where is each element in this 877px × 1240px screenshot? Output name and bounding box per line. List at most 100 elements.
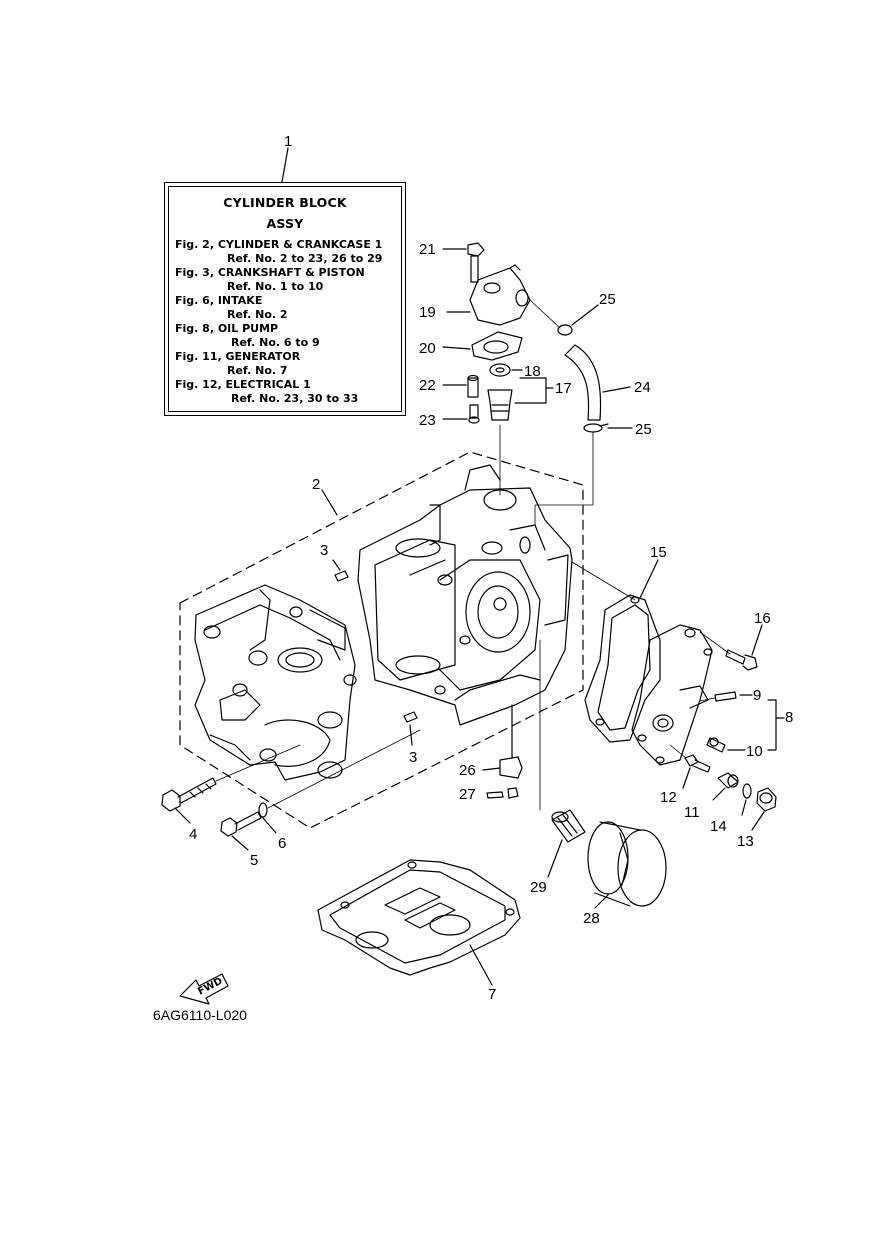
- callout-3-lower: 3: [409, 749, 417, 766]
- leader-24: [602, 386, 631, 393]
- axis-line-4: [215, 744, 301, 782]
- ref-fig-line: Fig. 3, CRANKSHAFT & PISTON: [175, 266, 365, 279]
- dowel-pin-upper: [334, 570, 349, 582]
- leader-26: [482, 767, 501, 771]
- ref-no-line: Ref. No. 23, 30 to 33: [231, 392, 359, 405]
- gasket-7: [317, 859, 521, 976]
- bolt-4: [161, 777, 217, 812]
- callout-17: 17: [555, 380, 572, 397]
- callout-14: 14: [710, 818, 727, 835]
- fwd-label: FWD: [196, 976, 224, 998]
- ref-no-line: Ref. No. 2 to 23, 26 to 29: [227, 252, 383, 265]
- reference-info-box-inner: CYLINDER BLOCK ASSY Fig. 2, CYLINDER & C…: [168, 186, 402, 412]
- callout-7: 7: [488, 986, 496, 1003]
- bracket-26: [499, 704, 523, 779]
- callout-24: 24: [634, 379, 651, 396]
- callout-1: 1: [284, 133, 292, 150]
- leader-7: [469, 944, 493, 986]
- ref-fig-line: Fig. 8, OIL PUMP: [175, 322, 279, 335]
- bolt-21: [467, 242, 485, 283]
- callout-20: 20: [419, 340, 436, 357]
- leader-3a: [332, 559, 341, 571]
- ref-no-line: Ref. No. 2: [227, 308, 288, 321]
- diagram-code: 6AG6110-L020: [153, 1007, 247, 1023]
- screw-23: [468, 404, 480, 424]
- leader-2: [321, 489, 338, 516]
- oil-filter-28: [587, 821, 667, 907]
- reference-info-box: CYLINDER BLOCK ASSY Fig. 2, CYLINDER & C…: [164, 182, 406, 416]
- exhaust-cover-8: [631, 624, 713, 766]
- axis-line-12: [669, 744, 687, 759]
- leader-20: [442, 346, 471, 350]
- callout-23: 23: [419, 412, 436, 429]
- ref-no-line: Ref. No. 7: [227, 364, 288, 377]
- thermostat-17: [487, 389, 513, 421]
- callout-12: 12: [660, 789, 677, 806]
- bolt-5: [220, 811, 262, 837]
- seal-18: [489, 363, 511, 377]
- fwd-arrow-icon: [179, 973, 229, 1005]
- ref-no-line: Ref. No. 1 to 10: [227, 280, 324, 293]
- bracket-17: [514, 377, 547, 404]
- axis-line-5: [267, 729, 421, 809]
- screw-27: [486, 787, 519, 799]
- callout-25-lower: 25: [635, 421, 652, 438]
- bolt-9: [714, 691, 737, 702]
- axis-line-9: [699, 697, 716, 702]
- leader-6: [262, 817, 277, 834]
- washer-6: [258, 802, 268, 818]
- sleeve-11: [717, 772, 739, 789]
- callout-19: 19: [419, 304, 436, 321]
- callout-16: 16: [754, 610, 771, 627]
- hose-axis-line: [534, 431, 594, 526]
- callout-18: 18: [524, 363, 541, 380]
- callout-21: 21: [419, 241, 436, 258]
- ref-fig-line: Fig. 2, CYLINDER & CRANKCASE 1: [175, 238, 383, 251]
- bolt-10: [706, 737, 726, 753]
- plug-13: [756, 787, 777, 812]
- leader-13: [751, 811, 765, 831]
- ref-fig-line: Fig. 6, INTAKE: [175, 294, 263, 307]
- callout-6: 6: [278, 835, 286, 852]
- callout-27: 27: [459, 786, 476, 803]
- clamp-25-lower: [583, 423, 609, 433]
- clamp-25-upper: [557, 324, 573, 336]
- leader-29: [547, 839, 563, 878]
- leader-5: [231, 835, 249, 851]
- callout-11: 11: [684, 804, 700, 821]
- callout-29: 29: [530, 879, 547, 896]
- ref-no-line: Ref. No. 6 to 9: [231, 336, 320, 349]
- leader-14: [741, 799, 747, 816]
- ref-fig-line: Fig. 12, ELECTRICAL 1: [175, 378, 311, 391]
- o-ring-14: [742, 783, 752, 799]
- leader-11: [712, 787, 726, 801]
- callout-8: 8: [785, 709, 793, 726]
- leader-1: [281, 147, 289, 183]
- box-title-line1: CYLINDER BLOCK: [223, 195, 347, 210]
- leader-4: [174, 807, 191, 824]
- gasket-20: [471, 331, 523, 361]
- spacer-22: [467, 374, 479, 398]
- callout-26: 26: [459, 762, 476, 779]
- axis-line-15: [571, 561, 636, 601]
- bolt-16: [725, 649, 758, 671]
- bracket-8: [767, 699, 785, 751]
- callout-13: 13: [737, 833, 754, 850]
- leader-16: [751, 624, 763, 656]
- callout-3-upper: 3: [320, 542, 328, 559]
- ref-fig-line: Fig. 11, GENERATOR: [175, 350, 301, 363]
- callout-25-upper: 25: [599, 291, 616, 308]
- dowel-pin-lower: [403, 711, 418, 723]
- leader-25a: [571, 304, 599, 326]
- crankcase-part: [194, 584, 357, 781]
- callout-4: 4: [189, 826, 197, 843]
- leader-28: [594, 894, 609, 909]
- callout-10: 10: [746, 743, 763, 760]
- hose-24: [564, 344, 602, 421]
- leader-12: [682, 767, 691, 789]
- callout-5: 5: [250, 852, 258, 869]
- bolt-12: [684, 754, 711, 773]
- union-29: [551, 809, 586, 843]
- axis-line-16: [699, 631, 731, 655]
